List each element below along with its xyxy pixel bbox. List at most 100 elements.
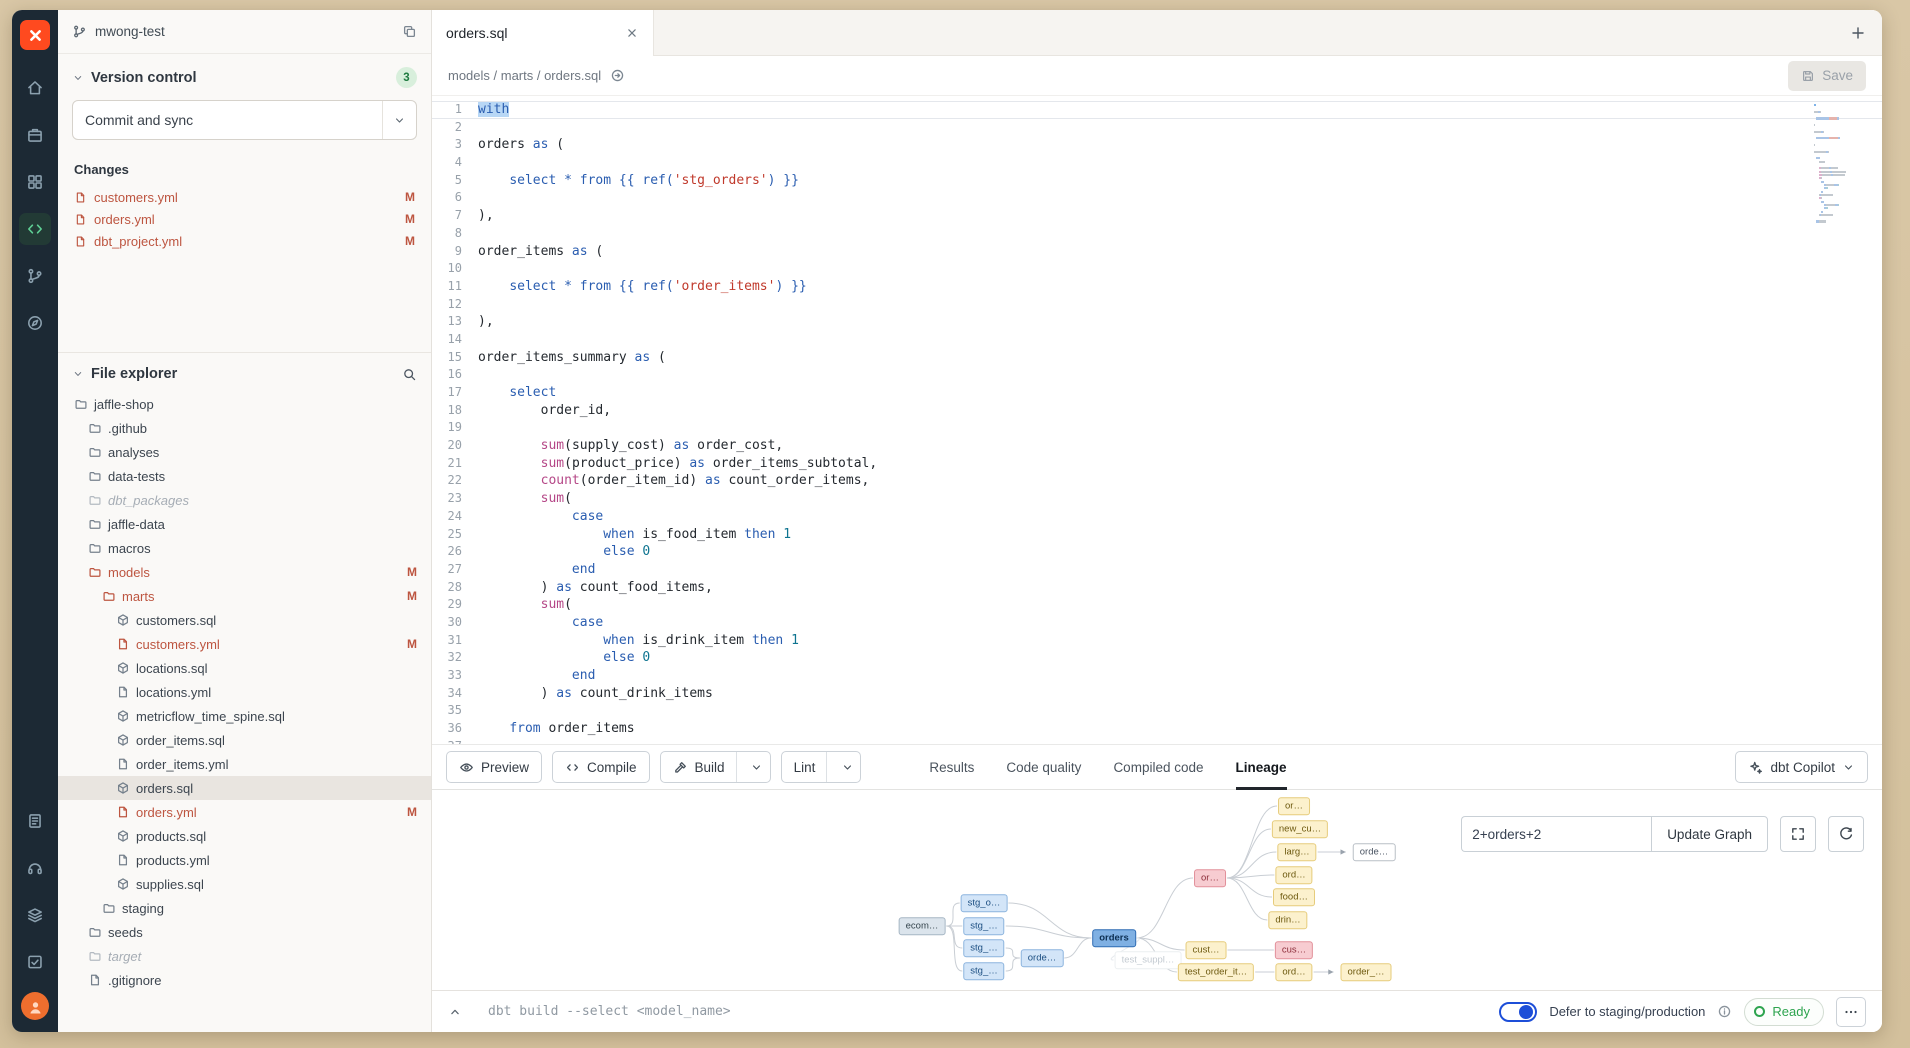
code-line[interactable]: 30 case xyxy=(432,614,1882,632)
commit-dropdown[interactable] xyxy=(382,101,416,139)
file-tree-item[interactable]: .github xyxy=(58,416,431,440)
lineage-node[interactable]: order_… xyxy=(1340,963,1392,981)
file-tree-item[interactable]: order_items.sql xyxy=(58,728,431,752)
file-tree-item[interactable]: seeds xyxy=(58,920,431,944)
lineage-node[interactable]: drin… xyxy=(1268,911,1308,929)
version-control-header[interactable]: Version control 3 xyxy=(58,54,431,97)
lineage-selector-input[interactable]: 2+orders+2 xyxy=(1461,816,1652,852)
code-line[interactable]: 34 ) as count_drink_items xyxy=(432,685,1882,703)
command-input[interactable]: dbt build --select <model_name> xyxy=(488,1004,731,1019)
preview-button[interactable]: Preview xyxy=(446,751,543,783)
code-line[interactable]: 13), xyxy=(432,313,1882,331)
file-tree-item[interactable]: products.yml xyxy=(58,848,431,872)
user-avatar[interactable] xyxy=(21,992,49,1020)
lint-button[interactable]: Lint xyxy=(780,751,862,783)
editor-tab-orders-sql[interactable]: orders.sql xyxy=(432,10,654,56)
dbt-copilot-button[interactable]: dbt Copilot xyxy=(1735,751,1868,783)
lineage-node[interactable]: stg_… xyxy=(963,917,1005,935)
minimap[interactable] xyxy=(1814,104,1872,227)
lineage-node[interactable]: food… xyxy=(1273,888,1315,906)
file-tree-item[interactable]: orders.sql xyxy=(58,776,431,800)
lineage-node[interactable]: ecom… xyxy=(898,917,946,935)
code-line[interactable]: 7), xyxy=(432,207,1882,225)
file-tree-item[interactable]: locations.yml xyxy=(58,680,431,704)
code-line[interactable]: 28 ) as count_food_items, xyxy=(432,579,1882,597)
compile-button[interactable]: Compile xyxy=(552,751,650,783)
file-tree-item[interactable]: jaffle-shop xyxy=(58,392,431,416)
code-line[interactable]: 22 count(order_item_id) as count_order_i… xyxy=(432,472,1882,490)
update-graph-button[interactable]: Update Graph xyxy=(1651,816,1768,852)
rail-item-releases[interactable] xyxy=(19,946,51,978)
defer-toggle[interactable] xyxy=(1499,1001,1538,1022)
code-line[interactable]: 21 sum(product_price) as order_items_sub… xyxy=(432,455,1882,473)
file-tree-item[interactable]: dbt_packages xyxy=(58,488,431,512)
rail-item-home[interactable] xyxy=(19,72,51,104)
rail-item-support[interactable] xyxy=(19,852,51,884)
lineage-node[interactable]: new_cu… xyxy=(1271,820,1329,838)
lineage-node[interactable]: or… xyxy=(1278,797,1310,815)
code-line[interactable]: 24 case xyxy=(432,508,1882,526)
panel-tab-results[interactable]: Results xyxy=(929,759,975,775)
code-line[interactable]: 14 xyxy=(432,331,1882,349)
lineage-node[interactable]: ord… xyxy=(1275,963,1313,981)
code-line[interactable]: 11 select * from {{ ref('order_items') }… xyxy=(432,278,1882,296)
code-line[interactable]: 5 select * from {{ ref('stg_orders') }} xyxy=(432,172,1882,190)
file-tree-item[interactable]: analyses xyxy=(58,440,431,464)
code-line[interactable]: 16 xyxy=(432,366,1882,384)
lineage-node[interactable]: test_order_it… xyxy=(1177,963,1255,981)
file-tree-item[interactable]: customers.sql xyxy=(58,608,431,632)
code-line[interactable]: 32 else 0 xyxy=(432,649,1882,667)
file-tree-item[interactable]: supplies.sql xyxy=(58,872,431,896)
lineage-node[interactable]: orde… xyxy=(1352,843,1396,861)
build-button[interactable]: Build xyxy=(659,751,771,783)
lineage-node[interactable]: orde… xyxy=(1020,949,1064,967)
lineage-node[interactable]: cust… xyxy=(1185,941,1227,959)
code-line[interactable]: 19 xyxy=(432,419,1882,437)
lineage-panel[interactable]: ecom… stg_o… stg_… stg_… stg_… orde… orders tes… xyxy=(432,790,1882,990)
rail-item-orchestration[interactable] xyxy=(19,260,51,292)
copy-branch-icon[interactable] xyxy=(402,24,417,39)
rail-item-explore[interactable] xyxy=(19,307,51,339)
rail-item-notebook[interactable] xyxy=(19,805,51,837)
save-button[interactable]: Save xyxy=(1788,60,1866,91)
file-tree-item[interactable]: metricflow_time_spine.sql xyxy=(58,704,431,728)
expand-command-bar-icon[interactable] xyxy=(448,1005,462,1019)
rail-item-develop[interactable] xyxy=(19,213,51,245)
refresh-graph-button[interactable] xyxy=(1828,816,1864,852)
lineage-node[interactable]: or… xyxy=(1194,869,1226,887)
new-tab-icon[interactable] xyxy=(1850,25,1866,41)
dbt-logo[interactable] xyxy=(20,20,50,50)
code-line[interactable]: 36 from order_items xyxy=(432,720,1882,738)
code-line[interactable]: 23 sum( xyxy=(432,490,1882,508)
lineage-node[interactable]: cus… xyxy=(1274,941,1314,959)
close-tab-icon[interactable] xyxy=(625,26,639,40)
code-line[interactable]: 10 xyxy=(432,260,1882,278)
code-line[interactable]: 25 when is_food_item then 1 xyxy=(432,526,1882,544)
lineage-node[interactable]: stg_… xyxy=(963,939,1005,957)
search-icon[interactable] xyxy=(402,367,417,382)
code-line[interactable]: 6 xyxy=(432,189,1882,207)
panel-tab-code-quality[interactable]: Code quality xyxy=(1006,759,1082,775)
more-options-button[interactable] xyxy=(1836,996,1866,1027)
code-line[interactable]: 26 else 0 xyxy=(432,543,1882,561)
lineage-node[interactable]: stg_… xyxy=(963,962,1005,980)
lineage-node[interactable]: stg_o… xyxy=(960,894,1008,912)
code-line[interactable]: 37 xyxy=(432,738,1882,744)
code-line[interactable]: 31 when is_drink_item then 1 xyxy=(432,632,1882,650)
file-tree-item[interactable]: data-tests xyxy=(58,464,431,488)
lineage-node[interactable]: orders xyxy=(1092,929,1136,947)
code-line[interactable]: 12 xyxy=(432,296,1882,314)
code-line[interactable]: 17 select xyxy=(432,384,1882,402)
code-line[interactable]: 33 end xyxy=(432,667,1882,685)
fullscreen-button[interactable] xyxy=(1780,816,1816,852)
file-tree-item[interactable]: jaffle-data xyxy=(58,512,431,536)
file-explorer-header[interactable]: File explorer xyxy=(58,353,431,392)
